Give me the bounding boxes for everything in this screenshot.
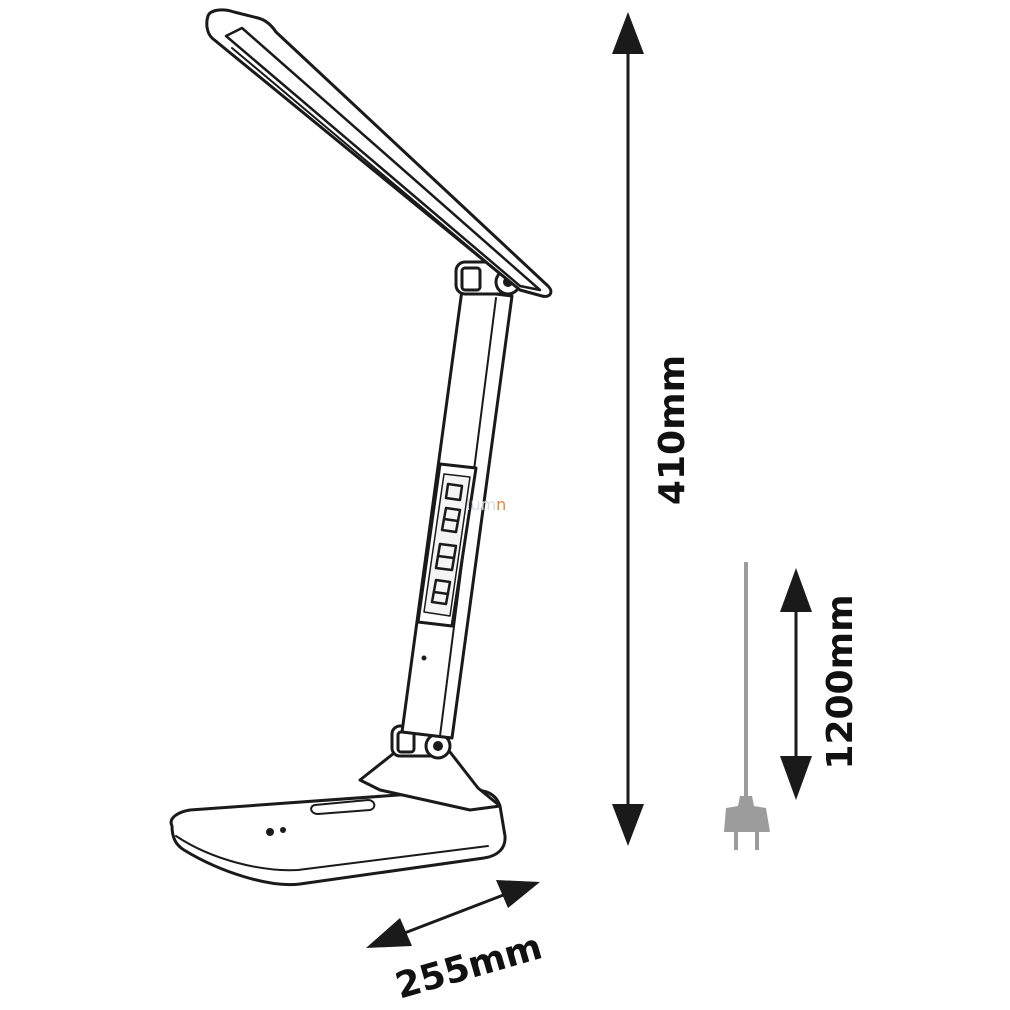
- desk-lamp-drawing: [169, 8, 553, 887]
- lamp-base: [169, 788, 507, 887]
- lamp-base-edge: [175, 835, 489, 872]
- depth-arrow-left: [366, 918, 412, 948]
- lcd-clock-display: [416, 462, 478, 628]
- lcd-digits: [430, 482, 464, 606]
- height-arrow-bottom: [612, 804, 644, 846]
- cable-arrow-top: [780, 568, 812, 612]
- depth-label: 255mm: [391, 927, 547, 1008]
- lamp-head-inner-edge: [231, 47, 521, 291]
- base-pad-icon: [266, 827, 286, 836]
- base-touch-slot: [310, 799, 376, 815]
- height-arrow-top: [612, 12, 644, 54]
- watermark: lumn: [466, 495, 506, 514]
- lamp-head-led-strip: [224, 26, 542, 292]
- indicator-dot: [421, 655, 427, 661]
- plug-icon: [724, 796, 770, 850]
- depth-dimension: 255mm: [366, 880, 547, 1007]
- depth-arrow-right: [496, 880, 540, 908]
- height-dimension: 410mm: [612, 12, 693, 846]
- cable-label: 1200mm: [820, 594, 861, 769]
- depth-dimension-line: [401, 892, 507, 936]
- cable-dimension: 1200mm: [724, 562, 861, 850]
- height-label: 410mm: [652, 355, 693, 505]
- cable-arrow-bottom: [780, 756, 812, 800]
